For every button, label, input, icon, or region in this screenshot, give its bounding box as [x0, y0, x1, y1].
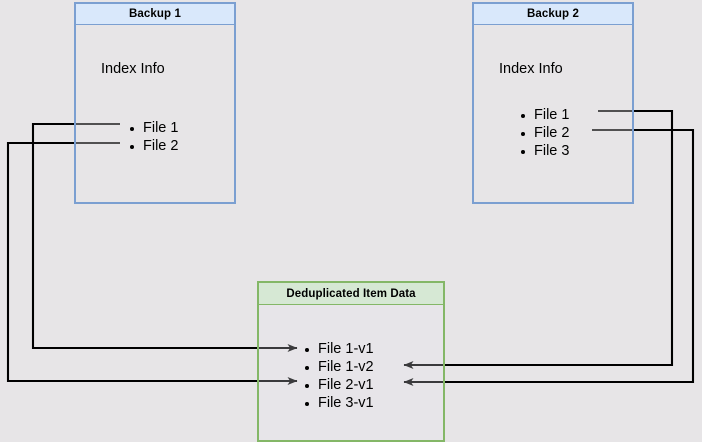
dedup-box: Deduplicated Item Data File 1-v1 File 1-…	[257, 281, 445, 442]
dedup-item-list: File 1-v1 File 1-v2 File 2-v1 File 3-v1	[303, 340, 374, 412]
backup1-file-item: File 2	[128, 137, 178, 155]
backup1-file-item: File 1	[128, 119, 178, 137]
backup2-body: Index Info File 1 File 2 File 3	[473, 24, 633, 203]
backup2-file-list: File 1 File 2 File 3	[519, 106, 569, 160]
backup2-file-item: File 3	[519, 142, 569, 160]
backup1-body: Index Info File 1 File 2	[75, 24, 235, 203]
backup2-file-item: File 1	[519, 106, 569, 124]
backup2-title: Backup 2	[473, 3, 633, 25]
dedup-item: File 1-v2	[303, 358, 374, 376]
backup1-title: Backup 1	[75, 3, 235, 25]
backup2-box: Backup 2 Index Info File 1 File 2 File 3	[472, 2, 634, 204]
backup1-box: Backup 1 Index Info File 1 File 2	[74, 2, 236, 204]
backup1-index-info-label: Index Info	[101, 61, 165, 77]
backup2-index-info-label: Index Info	[499, 61, 563, 77]
dedup-item: File 3-v1	[303, 394, 374, 412]
dedup-item: File 1-v1	[303, 340, 374, 358]
dedup-item: File 2-v1	[303, 376, 374, 394]
dedup-title: Deduplicated Item Data	[258, 282, 444, 305]
backup1-file-list: File 1 File 2	[128, 119, 178, 155]
dedup-body: File 1-v1 File 1-v2 File 2-v1 File 3-v1	[258, 304, 444, 441]
backup2-file-item: File 2	[519, 124, 569, 142]
